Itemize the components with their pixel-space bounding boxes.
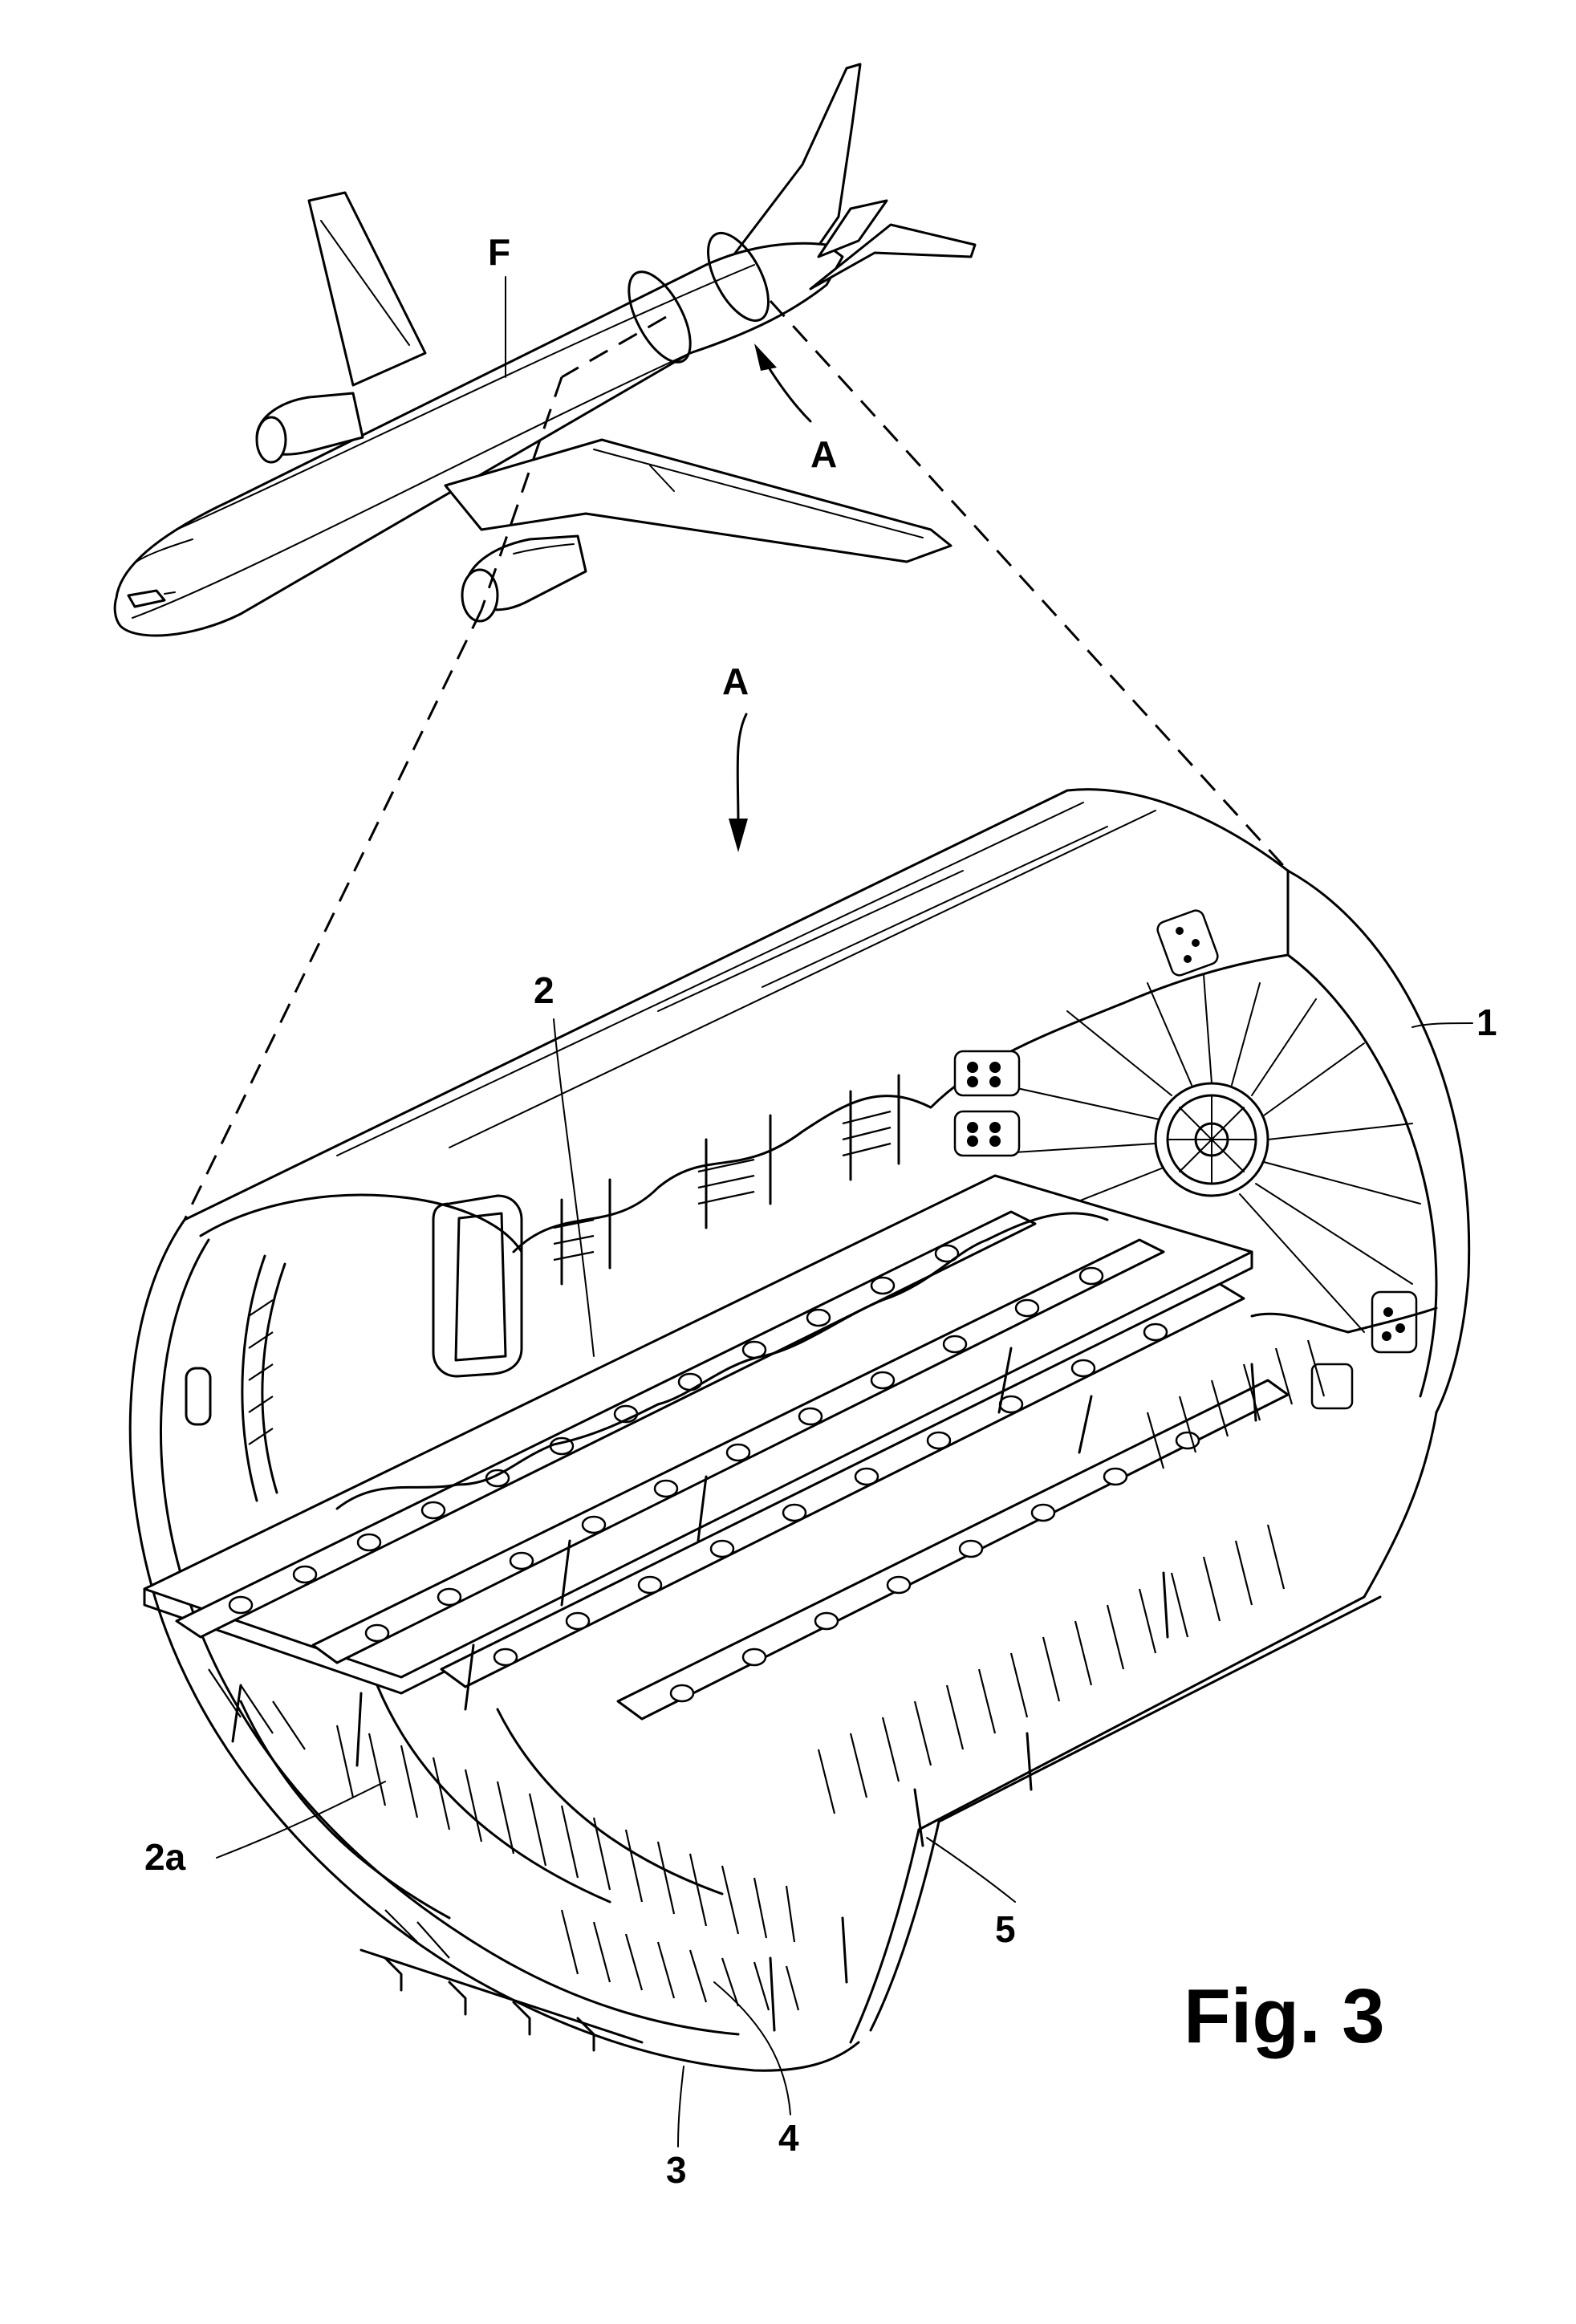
label-frame-lower: 3 — [666, 2149, 687, 2191]
label-view-arrow-main: A — [722, 660, 749, 702]
label-floor-panel: 2 — [534, 969, 554, 1011]
figure-caption: Fig. 3 — [1184, 1973, 1385, 2059]
label-stringer: 4 — [778, 2117, 799, 2159]
view-arrow-top — [754, 343, 812, 423]
label-view-arrow-top: A — [810, 433, 837, 475]
fuselage-section — [128, 788, 1471, 2072]
label-fuselage-shell: 1 — [1476, 1002, 1497, 1043]
label-aircraft: F — [488, 231, 510, 273]
projection-lines — [183, 299, 1290, 1221]
reference-labels: F A A 1 2 2a 3 4 5 Fig. 3 — [144, 231, 1497, 2191]
label-skin: 5 — [995, 1908, 1016, 1950]
view-arrow-main — [729, 713, 748, 852]
label-floor-beam: 2a — [144, 1836, 186, 1878]
aircraft-illustration — [113, 63, 977, 637]
